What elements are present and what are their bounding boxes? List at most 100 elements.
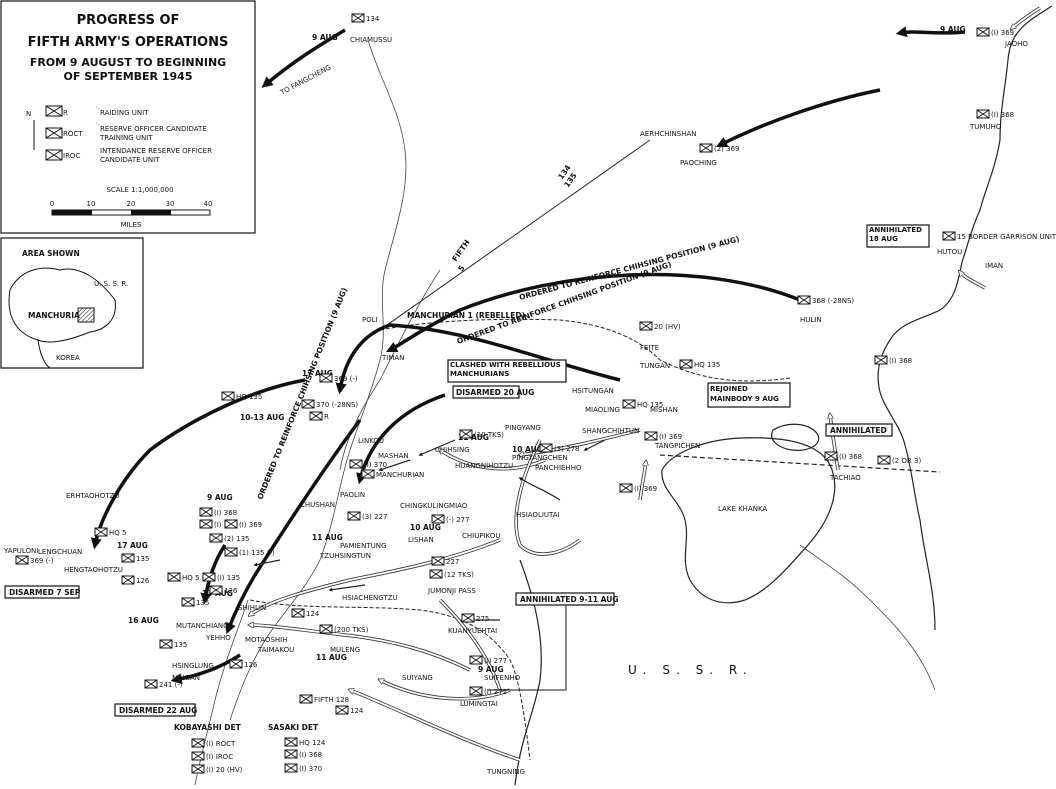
place-hsitungan: HSITUNGAN — [572, 387, 614, 395]
unit-label: HQ 135 — [637, 401, 663, 409]
unit-symbol: (2) 369 — [699, 143, 740, 153]
place-chiamussu: CHIAMUSSU — [350, 36, 392, 44]
unit-cross-icon — [144, 679, 158, 689]
route-note-manchurian: MANCHURIAN 1 (REBELLED) — [407, 311, 525, 320]
unit-label: (I) ROCT — [206, 740, 236, 748]
place-timan: TIMAN — [381, 354, 404, 362]
callout-disarmed-22-text: DISARMED 22 AUG — [119, 706, 197, 715]
unit-symbol: 126 — [209, 585, 238, 595]
route-note-chihsing: ORDERED TO REINFORCE CHIHSING POSITION (… — [518, 234, 740, 302]
place-hulin: HULIN — [800, 316, 822, 324]
legend-title-line-3: FROM 9 AUGUST TO BEGINNING — [30, 56, 226, 69]
place-hsinglung: HSINGLUNG — [172, 662, 214, 670]
unit-symbol: 135 — [181, 597, 209, 607]
route-note-chihsing-2: ORDERED TO REINFORCE CHIHSING POSITION (… — [456, 260, 673, 346]
unit-label: 126 — [244, 661, 258, 669]
legend-label-roct-2: TRAINING UNIT — [99, 134, 153, 142]
unit-symbol: (I) 369 — [224, 519, 262, 529]
unit-cross-icon — [284, 749, 298, 759]
unit-cross-icon — [644, 431, 658, 441]
legend-code-iroc: IROC — [63, 152, 80, 160]
place-hengtaohotzu: HENGTAOHOTZU — [64, 566, 123, 574]
unit-label: (I) 369 — [239, 521, 262, 529]
legend-code-roct: ROCT — [63, 130, 83, 138]
unit-symbol: 124 — [291, 608, 320, 618]
unit-label: R — [324, 413, 329, 421]
unit-label: 124 — [350, 707, 364, 715]
date-label: 10 AUG — [410, 523, 441, 532]
unit-symbol: (I) 370 — [284, 763, 322, 773]
railway-east — [379, 318, 791, 382]
legend-code-r: R — [63, 109, 68, 117]
lake-small — [771, 423, 820, 451]
lake-khanka — [661, 437, 836, 604]
unit-label: (I) 369 — [991, 29, 1014, 37]
unit-symbol: (2) 135 — [209, 533, 250, 543]
place-tangpichen: TANGPICHEN — [654, 442, 700, 450]
place-feite: FEITE — [640, 344, 659, 352]
unit-label: (I) 368 — [214, 509, 237, 517]
scale-tick-30: 30 — [166, 200, 175, 208]
place-mashan: MASHAN — [378, 452, 409, 460]
inset-label-manchuria: MANCHURIA — [28, 311, 80, 320]
place-tumuho: TUMUHO — [969, 123, 1002, 131]
unit-label: 241 (-) — [159, 681, 183, 689]
unit-cross-icon — [94, 527, 108, 537]
unit-label: (200 TKS) — [334, 626, 369, 634]
scale-tick-40: 40 — [204, 200, 213, 208]
arrow-chihsing-mutan — [225, 418, 362, 635]
unit-cross-icon — [874, 355, 888, 365]
unit-cross-icon — [299, 694, 313, 704]
place-shihlin: SHIHLIN — [238, 604, 266, 612]
unit-cross-icon — [469, 655, 483, 665]
unit-label: (I) 368 — [889, 357, 912, 365]
unit-label: (I) 368 — [991, 111, 1014, 119]
legend-item-roct: ROCT RESERVE OFFICER CANDIDATE TRAINING … — [45, 125, 207, 142]
unit-label: 369 (-) — [30, 557, 54, 565]
scale-tick-0: 0 — [50, 200, 54, 208]
place-huangnihotzu: HUANGNIHOTZU — [455, 462, 513, 470]
unit-symbol: (I) 20 (HV) — [191, 764, 243, 774]
date-label: 10 AUG — [512, 445, 543, 454]
place-taimakou: TAIMAKOU — [257, 646, 294, 654]
inset-label-ussr: U. S. S. R. — [94, 280, 128, 288]
unit-cross-icon — [639, 321, 653, 331]
unit-symbol: (I) 135 — [202, 572, 240, 582]
unit-cross-icon — [622, 399, 636, 409]
unit-cross-icon — [349, 459, 363, 469]
legend-label-iroc-1: INTENDANCE RESERVE OFFICER — [100, 147, 212, 155]
unit-cross-icon — [202, 572, 216, 582]
unit-symbol: (I) IROC — [191, 751, 233, 761]
unit-label: (10 TKS) — [474, 431, 504, 439]
unit-cross-icon — [347, 511, 361, 521]
place-ussr: U. S. S. R. — [628, 663, 753, 677]
arrow-chiamussu-fangcheng — [261, 28, 346, 88]
unit-cross-icon — [539, 443, 553, 453]
unit-cross-icon — [619, 483, 633, 493]
place-suifenho: SUIFENHO — [484, 674, 521, 682]
place-hutou: HUTOU — [937, 248, 962, 256]
place-kuanyuehtai: KUANYUEHTAI — [448, 627, 497, 635]
place-mutanchiang: MUTANCHIANG — [176, 622, 229, 630]
railway-line — [379, 139, 651, 331]
unit-symbol: R — [309, 411, 329, 421]
unit-cross-icon — [301, 399, 315, 409]
date-label: 9 AUG — [940, 25, 966, 34]
scale-unit: MILES — [121, 221, 142, 229]
place-lengchuan: LENGCHUAN — [38, 548, 82, 556]
unit-symbol: (200 TKS) — [319, 624, 369, 634]
svg-text:N: N — [26, 110, 31, 118]
unit-label: 126 — [224, 587, 238, 595]
north-arrow-icon: N — [26, 110, 35, 150]
date-label: 17 AUG — [302, 369, 333, 378]
date-label: 9 AUG — [478, 665, 504, 674]
unit-symbol: 370 (-28NS) — [301, 399, 358, 409]
unit-cross-icon — [284, 763, 298, 773]
place-pingyang: PINGYANG — [505, 424, 541, 432]
place-paoching: PAOCHING — [680, 159, 717, 167]
unit-symbol: (10 TKS) — [459, 429, 504, 439]
unit-cross-icon — [431, 514, 445, 524]
unit-symbol: 124 — [335, 705, 364, 715]
unit-cross-icon — [351, 13, 365, 23]
legend: PROGRESS OF FIFTH ARMY'S OPERATIONS FROM… — [0, 0, 256, 234]
